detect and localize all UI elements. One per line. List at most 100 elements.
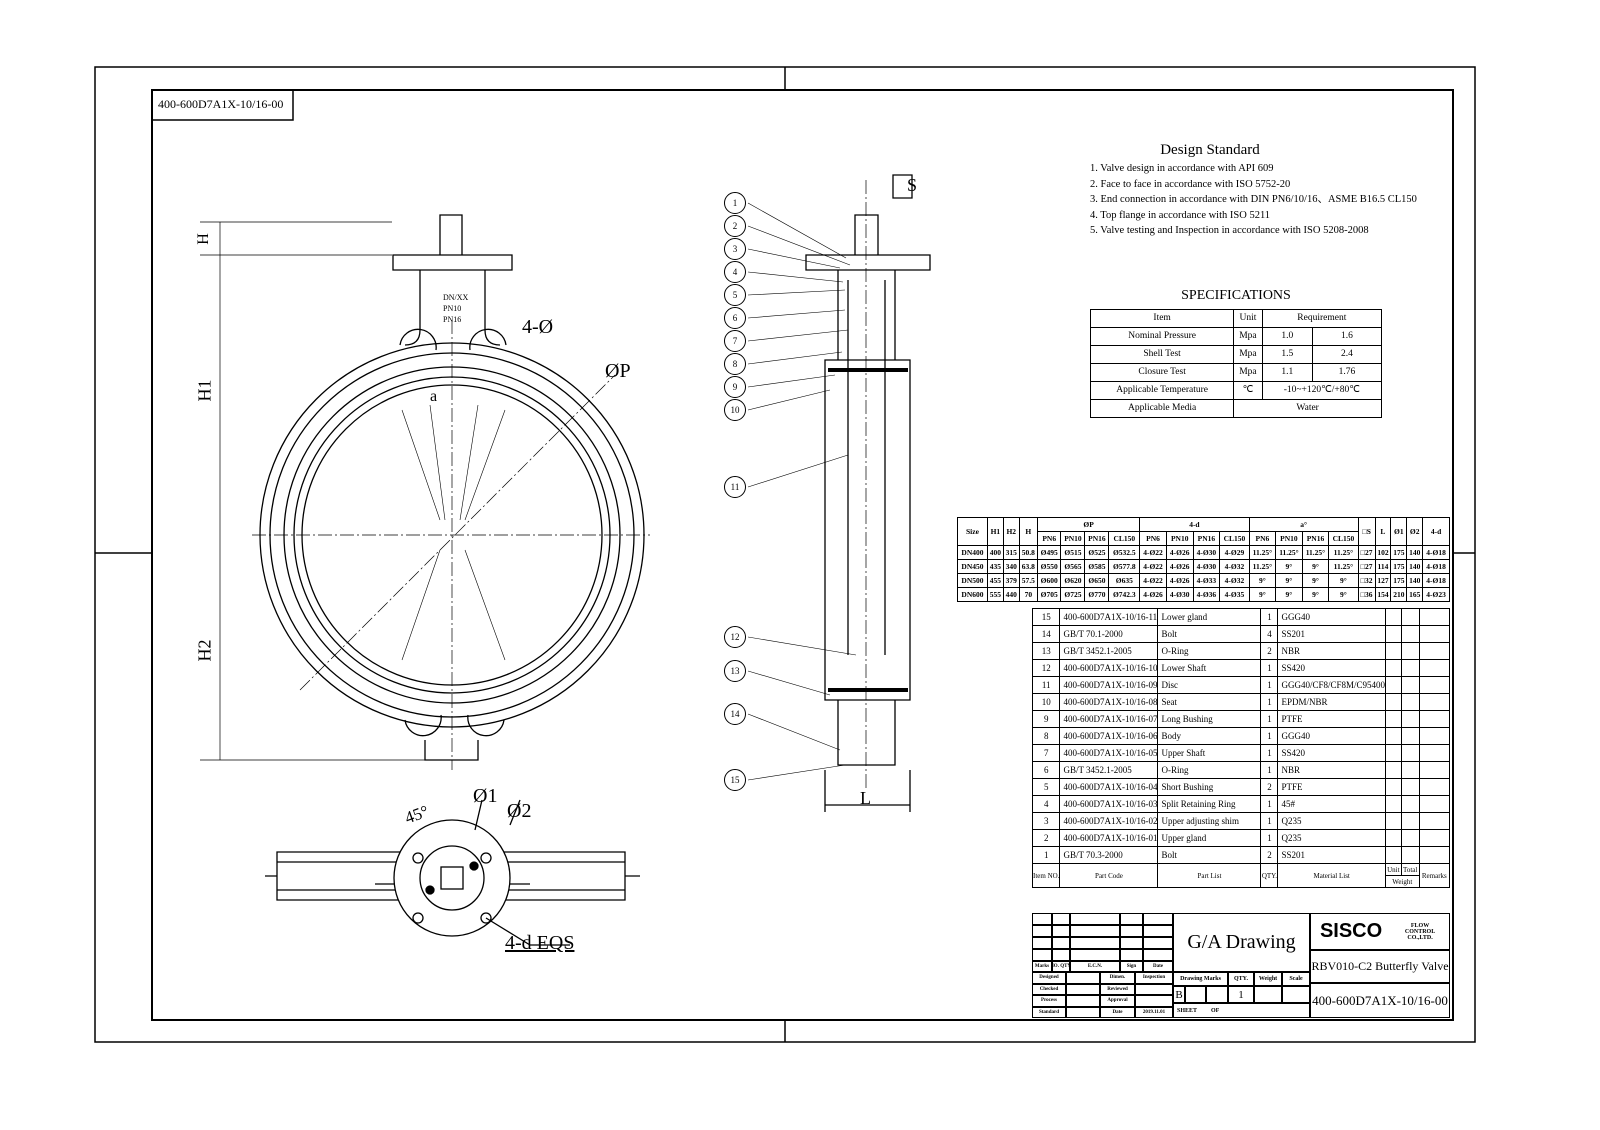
dim-cell: □32 xyxy=(1357,573,1376,588)
parts-header-cell: Part List xyxy=(1157,863,1262,888)
balloon: 15 xyxy=(724,769,746,791)
parts-cell: NBR xyxy=(1277,761,1386,779)
revision-blank-cell xyxy=(1143,925,1173,937)
revision-blank-cell xyxy=(1070,937,1120,949)
dim-cell: 140 xyxy=(1406,545,1424,560)
dim-cell: 4-Ø22 xyxy=(1139,573,1167,588)
dim-s: S xyxy=(907,175,918,195)
approval-cell: 2019.11.01 xyxy=(1135,1006,1173,1018)
revision-header-cell: E.C.N. xyxy=(1070,961,1120,972)
parts-cell-empty xyxy=(1400,744,1420,762)
revision-blank-cell xyxy=(1032,913,1052,925)
revision-header-cell: Marks xyxy=(1032,961,1052,972)
revision-blank-cell xyxy=(1070,949,1120,961)
dim-cell: 9° xyxy=(1248,587,1277,602)
dim-cell: 175 xyxy=(1390,545,1408,560)
dim-cell: 4-Ø18 xyxy=(1422,545,1450,560)
dim-cell: 400 xyxy=(986,545,1004,560)
dim-cell: 315 xyxy=(1002,545,1020,560)
dim-cell: 9° xyxy=(1275,559,1303,574)
dim-4d-eqs: 4-d EQS xyxy=(505,932,575,954)
blank-cell xyxy=(1206,986,1228,1003)
parts-cell-empty xyxy=(1418,659,1451,677)
revision-blank-cell xyxy=(1143,913,1173,925)
dim-cell: 4-Ø22 xyxy=(1139,545,1167,560)
dim-cell: 4-Ø36 xyxy=(1192,587,1221,602)
balloon: 12 xyxy=(724,626,746,648)
parts-cell: Lower Shaft xyxy=(1157,659,1262,677)
sheet-of-label: OF xyxy=(1211,1007,1220,1014)
parts-cell: Q235 xyxy=(1277,812,1386,830)
revision-header-cell: Sign xyxy=(1120,961,1143,972)
parts-cell: 1 xyxy=(1031,846,1061,864)
parts-header-cell: Part Code xyxy=(1059,863,1159,888)
dim-header-cell: Ø2 xyxy=(1406,517,1424,546)
revision-blank-cell xyxy=(1052,913,1070,925)
dim-header-cell: □S xyxy=(1357,517,1376,546)
parts-cell: 400-600D7A1X-10/16-03 xyxy=(1059,795,1159,813)
spec-row: Applicable Temperature℃-10~+120℃/+80℃ xyxy=(1089,381,1383,400)
parts-cell: 400-600D7A1X-10/16-05 xyxy=(1059,744,1159,762)
revision-blank-cell xyxy=(1032,949,1052,961)
spec-header-cell: Item xyxy=(1089,309,1235,328)
parts-cell-empty xyxy=(1400,846,1420,864)
dim-d1: Ø1 xyxy=(473,785,498,807)
parts-cell-empty xyxy=(1400,829,1420,847)
design-standard-title: Design Standard xyxy=(1160,142,1260,158)
parts-cell: 10 xyxy=(1031,693,1061,711)
parts-cell: Body xyxy=(1157,727,1262,745)
parts-cell: 2 xyxy=(1260,778,1279,796)
parts-cell-empty xyxy=(1384,727,1402,745)
dim-l: L xyxy=(860,788,871,808)
dim-cell: 210 xyxy=(1390,587,1408,602)
parts-cell: 2 xyxy=(1260,642,1279,660)
dim-cell: Ø550 xyxy=(1036,559,1062,574)
spec-cell: Water xyxy=(1233,399,1382,418)
parts-cell-empty xyxy=(1400,778,1420,796)
revision-blank-cell xyxy=(1143,937,1173,949)
dim-cell: 435 xyxy=(986,559,1004,574)
dim-cell: 11.25° xyxy=(1248,559,1277,574)
approval-cell: Dimen. xyxy=(1100,972,1135,984)
balloon: 14 xyxy=(724,703,746,725)
parts-cell-empty xyxy=(1384,829,1402,847)
revision-blank-cell xyxy=(1143,949,1173,961)
parts-cell-empty xyxy=(1418,625,1451,643)
parts-cell-empty xyxy=(1400,608,1420,626)
marks-header-cell: QTY. xyxy=(1228,972,1254,986)
parts-header-cell: Weight xyxy=(1384,875,1420,888)
parts-cell-empty xyxy=(1384,812,1402,830)
dim-cell: 4-Ø30 xyxy=(1192,545,1221,560)
design-standard-item: 1. Valve design in accordance with API 6… xyxy=(1090,163,1274,174)
title-drawing-number: 400-600D7A1X-10/16-00 xyxy=(1310,983,1450,1018)
spec-cell: 1.76 xyxy=(1311,363,1383,382)
dim-subheader-cell: PN6 xyxy=(1139,531,1167,546)
dim-cell: 127 xyxy=(1374,573,1392,588)
revision-blank-cell xyxy=(1070,925,1120,937)
dim-subheader-cell: CL150 xyxy=(1108,531,1141,546)
dim-cell: 4-Ø18 xyxy=(1422,573,1450,588)
neck-marking-line: PN16 xyxy=(443,315,462,324)
parts-cell: Bolt xyxy=(1157,846,1262,864)
parts-cell-empty xyxy=(1400,710,1420,728)
dim-cell: 9° xyxy=(1328,587,1359,602)
design-standard: Design Standard 1. Valve design in accor… xyxy=(1090,142,1420,239)
balloon: 9 xyxy=(724,376,746,398)
parts-cell: 2 xyxy=(1031,829,1061,847)
parts-cell: 15 xyxy=(1031,608,1061,626)
spec-cell: Mpa xyxy=(1233,327,1263,346)
dim-cell: 11.25° xyxy=(1328,559,1359,574)
blank-cell xyxy=(1185,986,1206,1003)
dim-cell: 4-Ø26 xyxy=(1139,587,1167,602)
approval-cell xyxy=(1066,972,1100,984)
parts-cell-empty xyxy=(1384,795,1402,813)
dim-cell: 4-Ø30 xyxy=(1165,587,1194,602)
parts-cell: 400-600D7A1X-10/16-02 xyxy=(1059,812,1159,830)
